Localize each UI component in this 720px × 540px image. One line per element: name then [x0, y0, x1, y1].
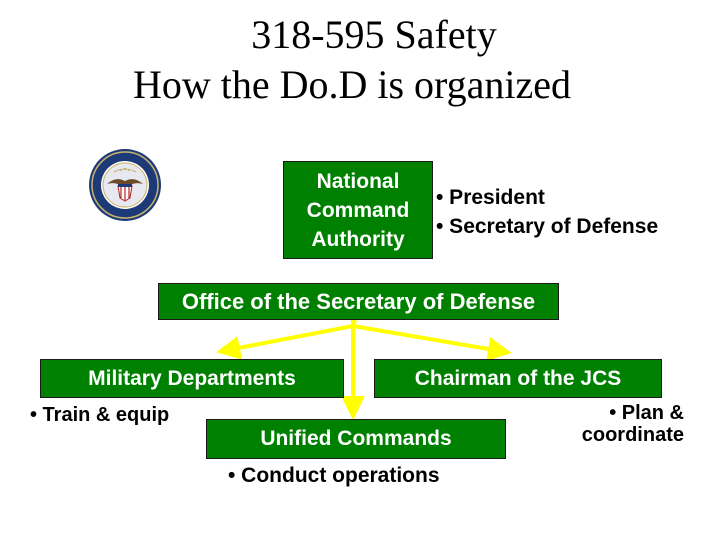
chairman-jcs-box: Chairman of the JCS — [374, 359, 662, 398]
chairman-jcs-role: • Plan & coordinate — [581, 402, 684, 446]
connector-osd-to-chairman — [352, 324, 512, 361]
military-departments-role: • Train & equip — [30, 404, 170, 426]
nca-line-3: Authority — [311, 227, 405, 251]
military-departments-box: Military Departments — [40, 359, 344, 398]
national-command-authority-box: National Command Authority — [283, 161, 433, 259]
osd-label: Office of the Secretary of Defense — [181, 288, 536, 314]
nca-member-secretary-of-defense: • Secretary of Defense — [436, 215, 659, 238]
unified-commands-role: • Conduct operations — [228, 464, 440, 487]
nca-line-2: Command — [306, 198, 410, 222]
slide-title-line-1: 318-595 Safety — [251, 12, 497, 57]
osd-box: Office of the Secretary of Defense — [158, 283, 559, 320]
nca-member-president: • President — [436, 186, 545, 209]
slide-title-line-2: How the Do.D is organized — [132, 62, 572, 107]
connector-osd-to-military-departments — [216, 319, 357, 360]
chairman-jcs-label: Chairman of the JCS — [414, 366, 622, 390]
unified-commands-label: Unified Commands — [260, 427, 452, 450]
nca-line-1: National — [316, 169, 400, 193]
unified-commands-box: Unified Commands — [206, 419, 506, 459]
dod-seal-icon — [89, 149, 161, 221]
military-departments-label: Military Departments — [88, 366, 296, 390]
